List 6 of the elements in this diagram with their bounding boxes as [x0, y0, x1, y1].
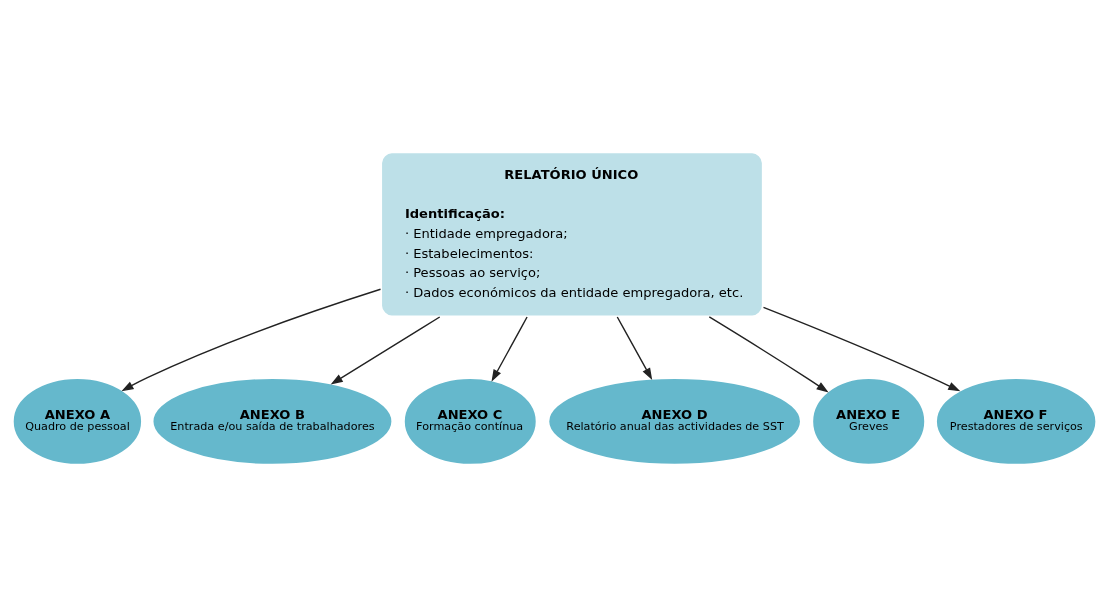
arrow [616, 315, 653, 380]
arrow [330, 315, 441, 384]
arrow [121, 288, 382, 391]
arrow [762, 306, 961, 391]
arrow [491, 315, 528, 382]
arrow [708, 315, 829, 392]
